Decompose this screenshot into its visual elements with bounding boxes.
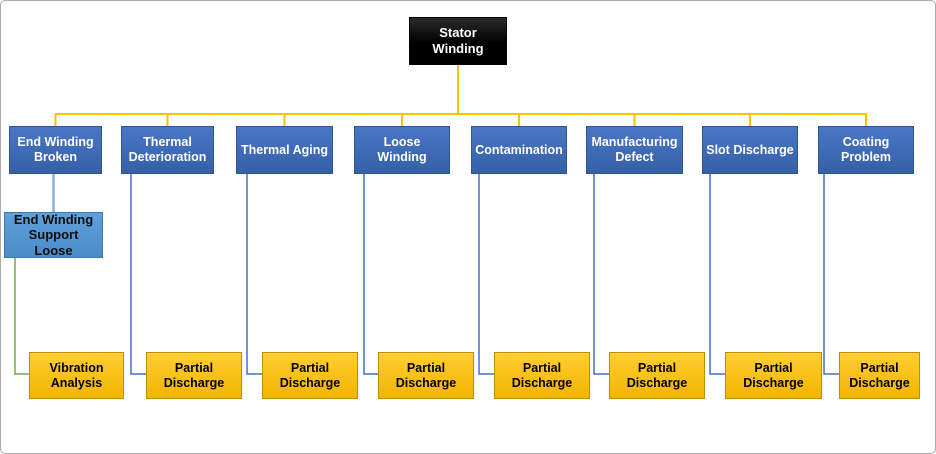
node-label: Vibration Analysis xyxy=(49,360,104,390)
node-label: Coating Problem xyxy=(840,135,891,164)
node-label: Manufacturing Defect xyxy=(591,135,678,164)
node-coating-problem[interactable]: Coating Problem xyxy=(818,126,914,174)
node-label: Partial Discharge xyxy=(511,360,573,390)
node-partial-discharge-3[interactable]: Partial Discharge xyxy=(378,352,474,399)
node-label: Stator Winding xyxy=(432,25,484,56)
node-manufacturing-defect[interactable]: Manufacturing Defect xyxy=(586,126,683,174)
node-label: Slot Discharge xyxy=(706,142,794,157)
node-label: Partial Discharge xyxy=(743,360,804,390)
node-vibration-analysis[interactable]: Vibration Analysis xyxy=(29,352,124,399)
node-loose-winding[interactable]: Loose Winding xyxy=(354,126,450,174)
node-partial-discharge-4[interactable]: Partial Discharge xyxy=(494,352,590,399)
node-slot-discharge[interactable]: Slot Discharge xyxy=(702,126,798,174)
node-partial-discharge-6[interactable]: Partial Discharge xyxy=(725,352,822,399)
node-label: Contamination xyxy=(475,142,563,157)
node-end-winding-broken[interactable]: End Winding Broken xyxy=(9,126,102,174)
node-partial-discharge-5[interactable]: Partial Discharge xyxy=(609,352,705,399)
node-label: Partial Discharge xyxy=(163,360,225,390)
node-label: Loose Winding xyxy=(377,135,427,164)
node-partial-discharge-1[interactable]: Partial Discharge xyxy=(146,352,242,399)
node-thermal-deterioration[interactable]: Thermal Deterioration xyxy=(121,126,214,174)
node-stator-winding[interactable]: Stator Winding xyxy=(409,17,507,65)
node-label: Partial Discharge xyxy=(626,360,688,390)
node-partial-discharge-2[interactable]: Partial Discharge xyxy=(262,352,358,399)
node-label: Partial Discharge xyxy=(395,360,457,390)
node-partial-discharge-7[interactable]: Partial Discharge xyxy=(839,352,920,399)
node-label: Partial Discharge xyxy=(279,360,341,390)
node-label: Thermal Deterioration xyxy=(128,135,207,164)
node-contamination[interactable]: Contamination xyxy=(471,126,567,174)
node-label: End Winding Broken xyxy=(17,135,94,164)
node-thermal-aging[interactable]: Thermal Aging xyxy=(236,126,333,174)
node-label: Partial Discharge xyxy=(849,360,910,390)
node-end-winding-support-loose[interactable]: End Winding Support Loose xyxy=(4,212,103,258)
node-label: End Winding Support Loose xyxy=(13,211,94,258)
node-label: Thermal Aging xyxy=(240,142,329,157)
